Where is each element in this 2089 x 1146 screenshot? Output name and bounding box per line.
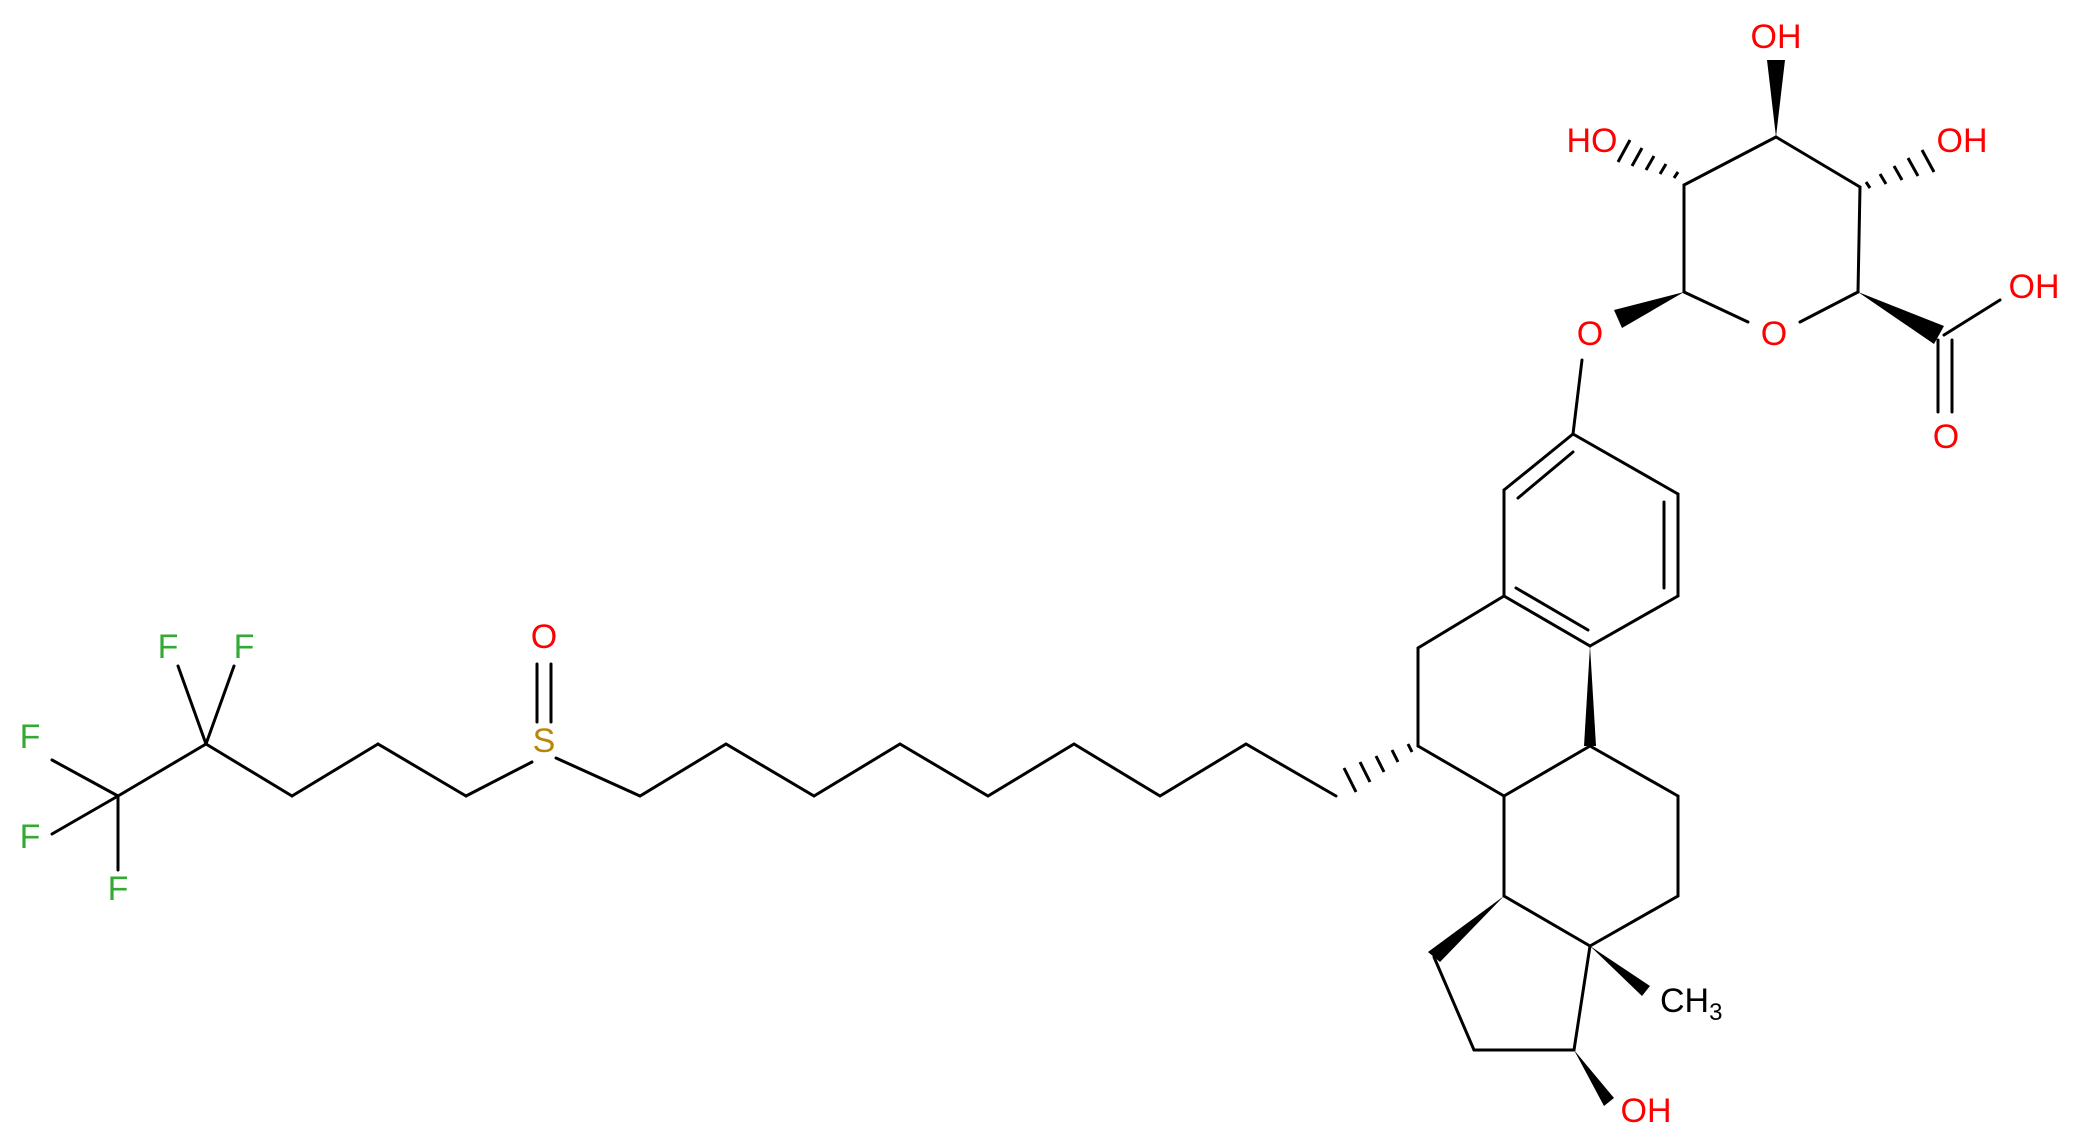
wedge-bond-17-oh xyxy=(1574,1050,1614,1106)
ring-c xyxy=(1502,744,1680,948)
fluorine-label-4: F xyxy=(20,818,41,856)
carboxyl-hydroxyl-label: OH xyxy=(2009,268,2060,306)
hydroxyl-left-label: HO xyxy=(1567,122,1618,160)
ring-b xyxy=(1416,594,1596,798)
hashed-bond-c2-oh xyxy=(1616,139,1680,179)
sulfoxide-oxygen-label: O xyxy=(531,618,557,656)
ring-d xyxy=(1428,896,1592,1052)
bond-o-aromatic xyxy=(1571,358,1584,436)
wedge-bond-c5-carboxyl xyxy=(1858,292,1944,344)
fluorine-label-2: F xyxy=(234,628,255,666)
alkyl-side-chain xyxy=(116,742,1338,798)
bond-carboxyl-oh xyxy=(1942,298,2002,337)
sulfur-label: S xyxy=(533,722,556,760)
methyl-label: CH3 xyxy=(1660,982,1722,1026)
wedge-bond-anomeric xyxy=(1614,292,1684,328)
hydroxyl-right-label: OH xyxy=(1937,122,1988,160)
hashed-bond-c4-oh xyxy=(1864,149,1936,189)
fluorine-label-5: F xyxy=(108,870,129,908)
ring-oxygen-label: O xyxy=(1761,315,1787,353)
fluorine-label-1: F xyxy=(158,628,179,666)
wedge-bond-c3-oh xyxy=(1767,60,1785,137)
hydroxyl-17-label: OH xyxy=(1621,1092,1672,1130)
glycosidic-oxygen-label: O xyxy=(1577,315,1603,353)
fluoro-bonds xyxy=(50,664,236,872)
wedge-bond-methyl xyxy=(1590,946,1650,996)
carbonyl-oxygen-label: O xyxy=(1933,418,1959,456)
fluorine-label-3: F xyxy=(20,718,41,756)
aromatic-ring xyxy=(1502,432,1680,648)
hydroxyl-top-label: OH xyxy=(1751,18,1802,56)
hashed-bond-7-sidechain xyxy=(1342,743,1414,793)
glucuronide-ring xyxy=(1682,135,1862,324)
